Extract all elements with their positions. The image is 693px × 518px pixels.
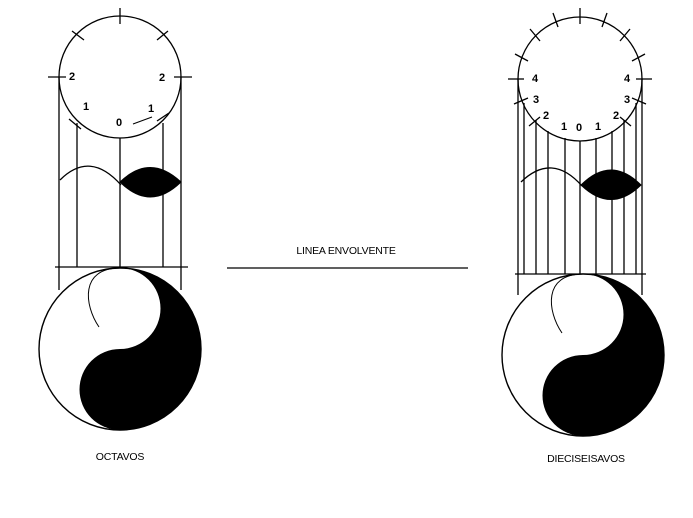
- dieciseisavos-yin-yang: [501, 273, 665, 437]
- dieciseisavos-division-ticks: [508, 8, 652, 127]
- dieciseisavos-label-1-right: 1: [595, 121, 601, 133]
- dieciseisavos-wave-arc: [520, 167, 583, 187]
- dieciseisavos-dark-lens: [580, 169, 642, 200]
- octavos-division-ticks: [48, 8, 192, 130]
- dieciseisavos-label-3-left: 3: [533, 94, 539, 106]
- envolvente-legend: LINEA ENVOLVENTE: [227, 245, 468, 269]
- octavos-dark-lens: [119, 167, 182, 198]
- octavos-label-2-right: 2: [159, 72, 165, 84]
- octavos-projection-lines: [58, 77, 182, 290]
- dieciseisavos-label-2-right: 2: [613, 110, 619, 122]
- dieciseisavos-label-0: 0: [576, 122, 582, 134]
- octavos-label-1-left: 1: [83, 101, 89, 113]
- linea-envolvente-caption: LINEA ENVOLVENTE: [296, 245, 396, 257]
- dieciseisavos-label-2-left: 2: [543, 110, 549, 122]
- dieciseisavos-projection-lines: [517, 79, 643, 295]
- dieciseisavos-label-4-left: 4: [532, 73, 539, 85]
- octavos-label-2-left: 2: [69, 71, 75, 83]
- octavos-caption: OCTAVOS: [96, 451, 145, 463]
- dieciseisavos-caption: DIECISEISAVOS: [547, 453, 625, 465]
- octavos-label-1-right: 1: [148, 103, 154, 115]
- octavos-figure: 2 1 0 1 2 OCTAVOS: [38, 8, 202, 463]
- octavos-label-0: 0: [116, 117, 122, 129]
- dieciseisavos-label-4-right: 4: [624, 73, 631, 85]
- octavos-yin-yang: [38, 267, 202, 431]
- octavos-wave-arc: [59, 165, 122, 186]
- dieciseisavos-label-3-right: 3: [624, 94, 630, 106]
- octavos-pointer-line: [132, 116, 153, 125]
- dieciseisavos-label-1-left: 1: [561, 121, 567, 133]
- dieciseisavos-figure: 4 3 2 1 0 1 2 3 4 DIECISEI: [501, 8, 665, 465]
